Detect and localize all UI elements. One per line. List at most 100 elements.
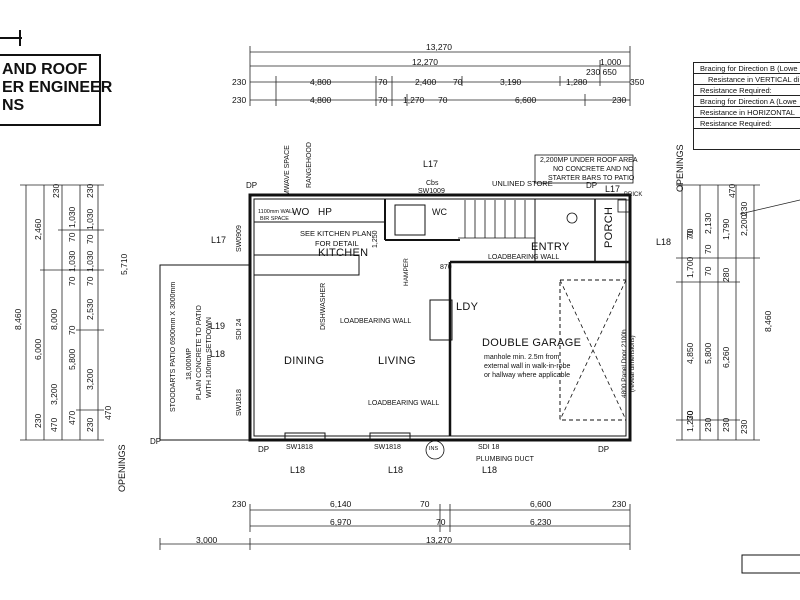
title-block-fragment	[741, 554, 800, 574]
label-sdi24: SDI 24	[236, 318, 243, 340]
patio-note-2: 18,000MP	[186, 348, 193, 380]
label-dp-porch: DP	[586, 181, 598, 190]
dim-top-r1: 4,800	[310, 77, 332, 87]
label-l18-right: L18	[656, 237, 672, 247]
dim-top-r2: 70	[438, 95, 448, 105]
dim-right-c: 1,700	[685, 256, 695, 278]
room-unlined-store: UNLINED STORE	[492, 179, 553, 188]
dim-right-total: 8,460	[763, 310, 773, 332]
bracing-row: Resistance in VERTICAL di	[694, 74, 800, 85]
label-cbs: Cbs	[426, 180, 439, 187]
dim-top-r1: 1,280	[566, 77, 588, 87]
bracing-row: Resistance in HORIZONTAL	[694, 107, 800, 118]
dim-left-c: 5,710	[119, 253, 129, 275]
dim-left-c: 1,030	[85, 250, 95, 272]
label-l18-d: L18	[210, 349, 226, 359]
dim-left-c: 230	[85, 183, 95, 198]
concrete-note-3: STARTER BARS TO PATIO	[548, 175, 635, 182]
concrete-note-2: NO CONCRETE AND NO	[553, 166, 634, 173]
dim-left-b: 70	[67, 232, 77, 242]
label-1250: 1,250	[372, 230, 379, 248]
label-loadbearing-2: LOADBEARING WALL	[368, 400, 440, 407]
label-l18-a: L18	[290, 465, 306, 475]
dim-left-a: 5,800	[67, 348, 77, 370]
concrete-note-1: 2,200MP UNDER ROOF AREA	[540, 157, 638, 164]
openings-label-right: OPENINGS	[675, 144, 685, 192]
dim-bot-r1: 230	[232, 499, 247, 509]
dim-right-c: 70	[703, 244, 713, 254]
dim-left-b: 3,200	[49, 383, 59, 405]
bottom-dimension-lines	[159, 504, 631, 550]
dim-left-b: 2,530	[85, 298, 95, 320]
dim-left-b: 470	[49, 417, 59, 432]
label-dp-top: DP	[246, 181, 258, 190]
dim-top-r1: 3,190	[500, 77, 522, 87]
label-l17-left: L17	[211, 235, 227, 245]
right-dimension-lines	[676, 184, 800, 441]
label-sdi18: SDI 18	[478, 444, 500, 451]
dim-bot-r3: 13,270	[426, 535, 452, 545]
dim-left-b: 230	[85, 417, 95, 432]
dim-top-r2: 70	[378, 95, 388, 105]
dim-top-230-650: 230 650	[586, 67, 617, 77]
top-dimension-lines	[249, 46, 631, 106]
label-wall-space-1: 1100mm WALL	[258, 209, 296, 215]
dim-left-a: 230	[33, 413, 43, 428]
engineer-note-box	[0, 54, 101, 126]
label-ins: INS	[429, 446, 439, 452]
dim-right-c: 70	[703, 266, 713, 276]
bracing-row: Resistance Required:	[694, 118, 800, 129]
bracing-table: Bracing for Direction B (Lowe Resistance…	[693, 62, 800, 150]
dim-top-r1: 70	[378, 77, 388, 87]
label-wall-space-2: BIR SPACE	[260, 216, 289, 222]
dim-bot-r1: 6,140	[330, 499, 352, 509]
room-hp: HP	[318, 207, 332, 218]
manhole-note-2: external wall in walk-in-robe	[484, 363, 571, 370]
label-870: 870	[440, 264, 452, 271]
label-sw1009: SW1009	[418, 188, 445, 195]
dim-top-total: 13,270	[426, 42, 452, 52]
dim-right-a: 230	[739, 419, 749, 434]
label-dp-bottom: DP	[258, 445, 270, 454]
dim-bot-r1: 70	[420, 499, 430, 509]
engineer-note-line2: ER ENGINEER	[2, 79, 113, 96]
label-sw1818-b: SW1818	[374, 444, 401, 451]
label-sw1818-a: SW1818	[286, 444, 313, 451]
dim-bot-r2: 70	[436, 517, 446, 527]
room-entry: ENTRY	[531, 241, 570, 253]
room-porch: PORCH	[603, 206, 615, 248]
dim-right-b: 5,800	[703, 342, 713, 364]
label-dishwasher: DISHWASHER	[320, 282, 327, 330]
room-living: LIVING	[378, 355, 416, 367]
dim-bot-r3: 3,000	[196, 535, 218, 545]
label-l18-c: L18	[482, 465, 498, 475]
label-l18-b: L18	[388, 465, 404, 475]
panel-door-note-2: (reveal dimensions)	[629, 335, 636, 392]
dim-bot-r1: 6,600	[530, 499, 552, 509]
label-l17-right: L17	[605, 184, 621, 194]
label-loadbearing-3: LOADBEARING WALL	[488, 254, 560, 261]
patio-note-3: PLAIN CONCRETE TO PATIO	[196, 305, 203, 400]
manhole-note-3: or hallway where applicable	[484, 372, 570, 379]
kitchen-note-1: SEE KITCHEN PLAN	[300, 229, 372, 238]
label-dp-patio: DP	[150, 437, 162, 446]
label-rangehood: RANGEHOOD	[306, 142, 313, 188]
dim-right-c: 280	[721, 267, 731, 282]
dim-right-b: 4,850	[685, 342, 695, 364]
openings-label-left: OPENINGS	[117, 444, 127, 492]
label-loadbearing-1: LOADBEARING WALL	[340, 318, 412, 325]
dim-left-a: 470	[67, 410, 77, 425]
dim-right-c: 70	[685, 228, 695, 238]
dim-right-c: 230	[739, 201, 749, 216]
engineer-note-line1: AND ROOF	[2, 61, 88, 78]
room-wc: WC	[432, 207, 447, 217]
bracing-row: Bracing for Direction B (Lowe	[694, 63, 800, 74]
dim-top-r1: 350	[630, 77, 645, 87]
dim-left-total: 8,460	[13, 308, 23, 330]
dim-left-a: 3,200	[85, 368, 95, 390]
dim-right-a: 2,130	[703, 212, 713, 234]
dim-right-a: 470	[727, 183, 737, 198]
dim-right-a: 1,790	[721, 218, 731, 240]
panel-door-note-1: 4800 Panel Door 2100h	[621, 329, 628, 398]
dim-top-r2: 6,600	[515, 95, 537, 105]
